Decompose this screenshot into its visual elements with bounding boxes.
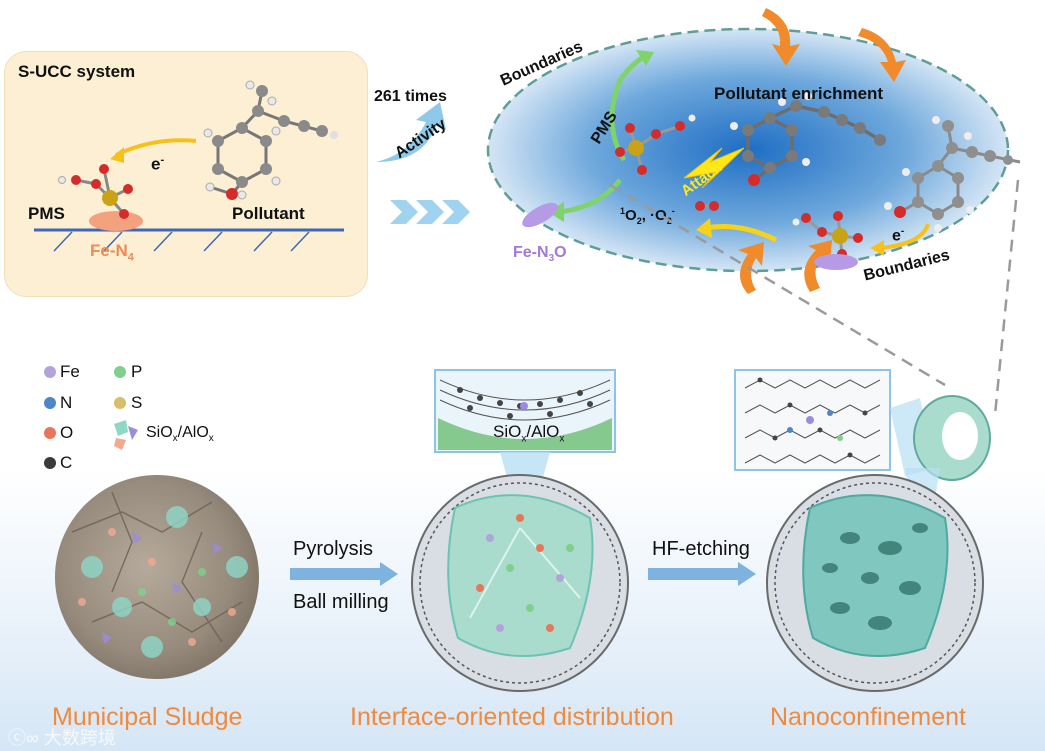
ellipse-pms-molecule <box>615 114 696 175</box>
legend-s-label: S <box>131 393 143 412</box>
legend-c-dot <box>44 457 56 469</box>
legend-n-dot <box>44 397 56 409</box>
watermark: ⓒ∞ 大数跨境 <box>8 728 116 748</box>
right-pollutant-atoms <box>884 116 1013 232</box>
zoom-lines <box>609 179 1020 416</box>
sludge-caption: Municipal Sludge <box>52 703 243 731</box>
legend-o-dot <box>44 427 56 439</box>
watermark-icon: ⓒ∞ <box>8 728 44 748</box>
element-legend <box>44 366 138 469</box>
legend-p-dot <box>114 366 126 378</box>
times-label: 261 times <box>374 88 447 105</box>
fe-n3o-label: Fe-N3O <box>513 244 567 265</box>
ball-milling-label: Ball milling <box>293 591 389 613</box>
legend-siox-alox-icon <box>114 420 138 450</box>
interface-caption: Interface-oriented distribution <box>350 703 674 731</box>
ellipse-electron-label: e- <box>892 226 905 245</box>
hf-etching-arrow <box>648 562 756 586</box>
legend-o-label: O <box>60 423 74 442</box>
pms-activation-arrow <box>609 55 644 162</box>
boundary-ellipse-diagram <box>486 8 1021 294</box>
enriched-pollutant-atoms <box>730 92 886 186</box>
legend-fe-dot <box>44 366 56 378</box>
activity-arrow <box>376 102 446 162</box>
s-ucc-panel <box>4 51 368 297</box>
legend-c-label: C <box>60 453 73 472</box>
nanoconfinement-caption: Nanoconfinement <box>770 703 966 731</box>
surface-hatching <box>53 231 310 252</box>
boundary-pms-molecule <box>792 211 863 259</box>
process-arrows <box>290 562 756 586</box>
boundary-electron-arrow <box>879 223 930 250</box>
legend-n-label: N <box>60 393 73 412</box>
nanoconfinement-sphere-image <box>734 369 991 692</box>
interface-sphere-image <box>411 369 629 692</box>
hf-etching-label: HF-etching <box>652 538 750 560</box>
chevron-arrows <box>390 200 470 224</box>
legend-s-dot <box>114 397 126 409</box>
sludge-image <box>55 475 259 679</box>
ros-o2-molecule <box>695 201 719 211</box>
attack-bolt <box>683 147 745 189</box>
s-ucc-diagram <box>34 80 344 252</box>
pollutant-atoms <box>203 80 338 200</box>
s-ucc-title: S-UCC system <box>18 62 136 81</box>
fe-n4-site <box>89 211 143 231</box>
pms-molecule <box>58 164 133 219</box>
legend-p-label: P <box>131 362 143 381</box>
legend-fe-label: Fe <box>60 362 80 381</box>
pms-to-site-arrow <box>557 178 622 215</box>
interface-inset-label: SiOx/AlOx <box>493 422 565 445</box>
pollutant-enrichment-label: Pollutant enrichment <box>714 84 884 103</box>
fe-n3o-site <box>522 202 558 228</box>
electron-arrow <box>115 138 197 157</box>
middle-arrows <box>376 102 470 224</box>
s-ucc-pollutant-label: Pollutant <box>232 204 305 223</box>
boundary-fe-site <box>814 254 858 270</box>
s-ucc-pms-label: PMS <box>28 204 65 223</box>
ros-arrow <box>705 224 778 243</box>
pyrolysis-label: Pyrolysis <box>293 538 374 560</box>
fe-n4-label: Fe-N4 <box>90 241 134 264</box>
legend-siox-alox-label: SiOx/AlOx <box>146 424 214 445</box>
pyrolysis-arrow <box>290 562 398 586</box>
s-ucc-electron-label: e- <box>151 154 165 174</box>
